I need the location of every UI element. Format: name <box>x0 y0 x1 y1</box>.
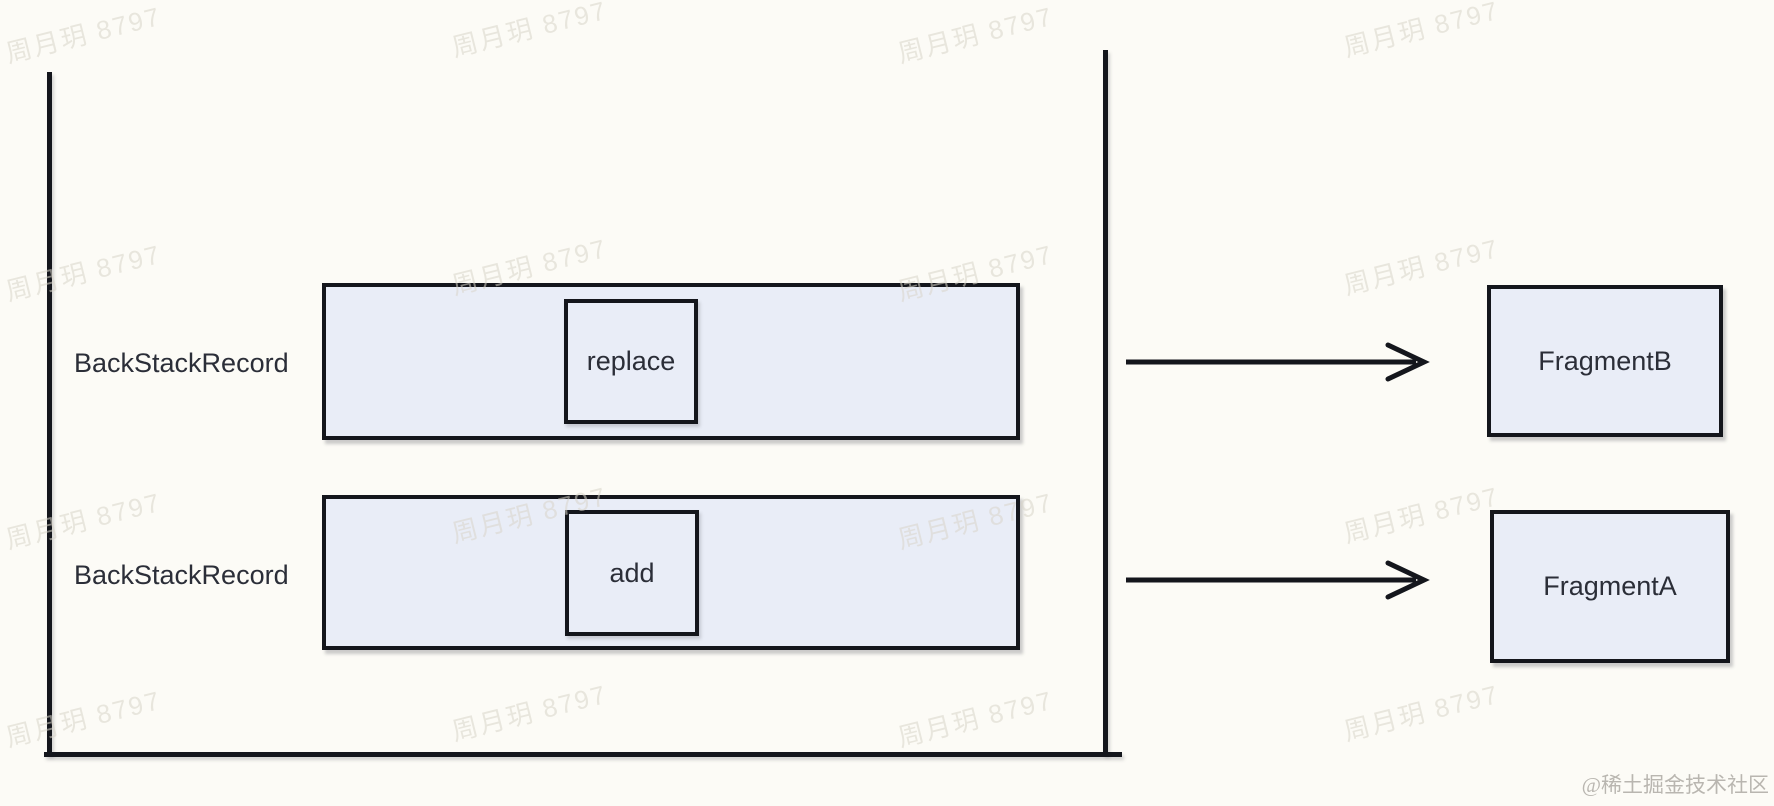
watermark: 周月玥 8797 <box>2 684 165 753</box>
watermark: 周月玥 8797 <box>1340 0 1503 63</box>
backstackrecord-label-1: BackStackRecord <box>74 348 289 378</box>
stack-right-line <box>1103 50 1108 755</box>
watermark: 周月玥 8797 <box>2 486 165 555</box>
operation-label-add: add <box>609 557 655 588</box>
operation-label-replace: replace <box>586 346 676 376</box>
backstackrecord-box-1: replace <box>322 283 1020 440</box>
fragmentb-label: FragmentB <box>1538 345 1672 376</box>
stack-left-line <box>47 72 52 755</box>
backstackrecord-box-2: add <box>322 495 1020 650</box>
fragmenta-label: FragmentA <box>1543 571 1677 601</box>
watermark: 周月玥 8797 <box>2 238 165 307</box>
arrow-to-fragmentb-icon <box>1126 342 1430 382</box>
watermark: 周月玥 8797 <box>1340 480 1503 549</box>
watermark: 周月玥 8797 <box>1340 232 1503 301</box>
watermark: 周月玥 8797 <box>894 684 1057 753</box>
fragmenta-box: FragmentA <box>1490 510 1730 663</box>
watermark: 周月玥 8797 <box>894 0 1057 69</box>
credit-text: @稀土掘金技术社区 <box>1581 773 1769 797</box>
watermark: 周月玥 8797 <box>2 0 165 69</box>
stack-bottom-line <box>44 752 1122 757</box>
watermark: 周月玥 8797 <box>1340 678 1503 747</box>
watermark: 周月玥 8797 <box>448 0 611 63</box>
operation-box-replace: replace <box>564 299 698 424</box>
arrow-to-fragmenta-icon <box>1126 560 1430 600</box>
watermark: 周月玥 8797 <box>448 678 611 747</box>
operation-box-add: add <box>565 510 699 636</box>
backstackrecord-label-2: BackStackRecord <box>74 560 289 590</box>
fragmentb-box: FragmentB <box>1487 285 1723 437</box>
